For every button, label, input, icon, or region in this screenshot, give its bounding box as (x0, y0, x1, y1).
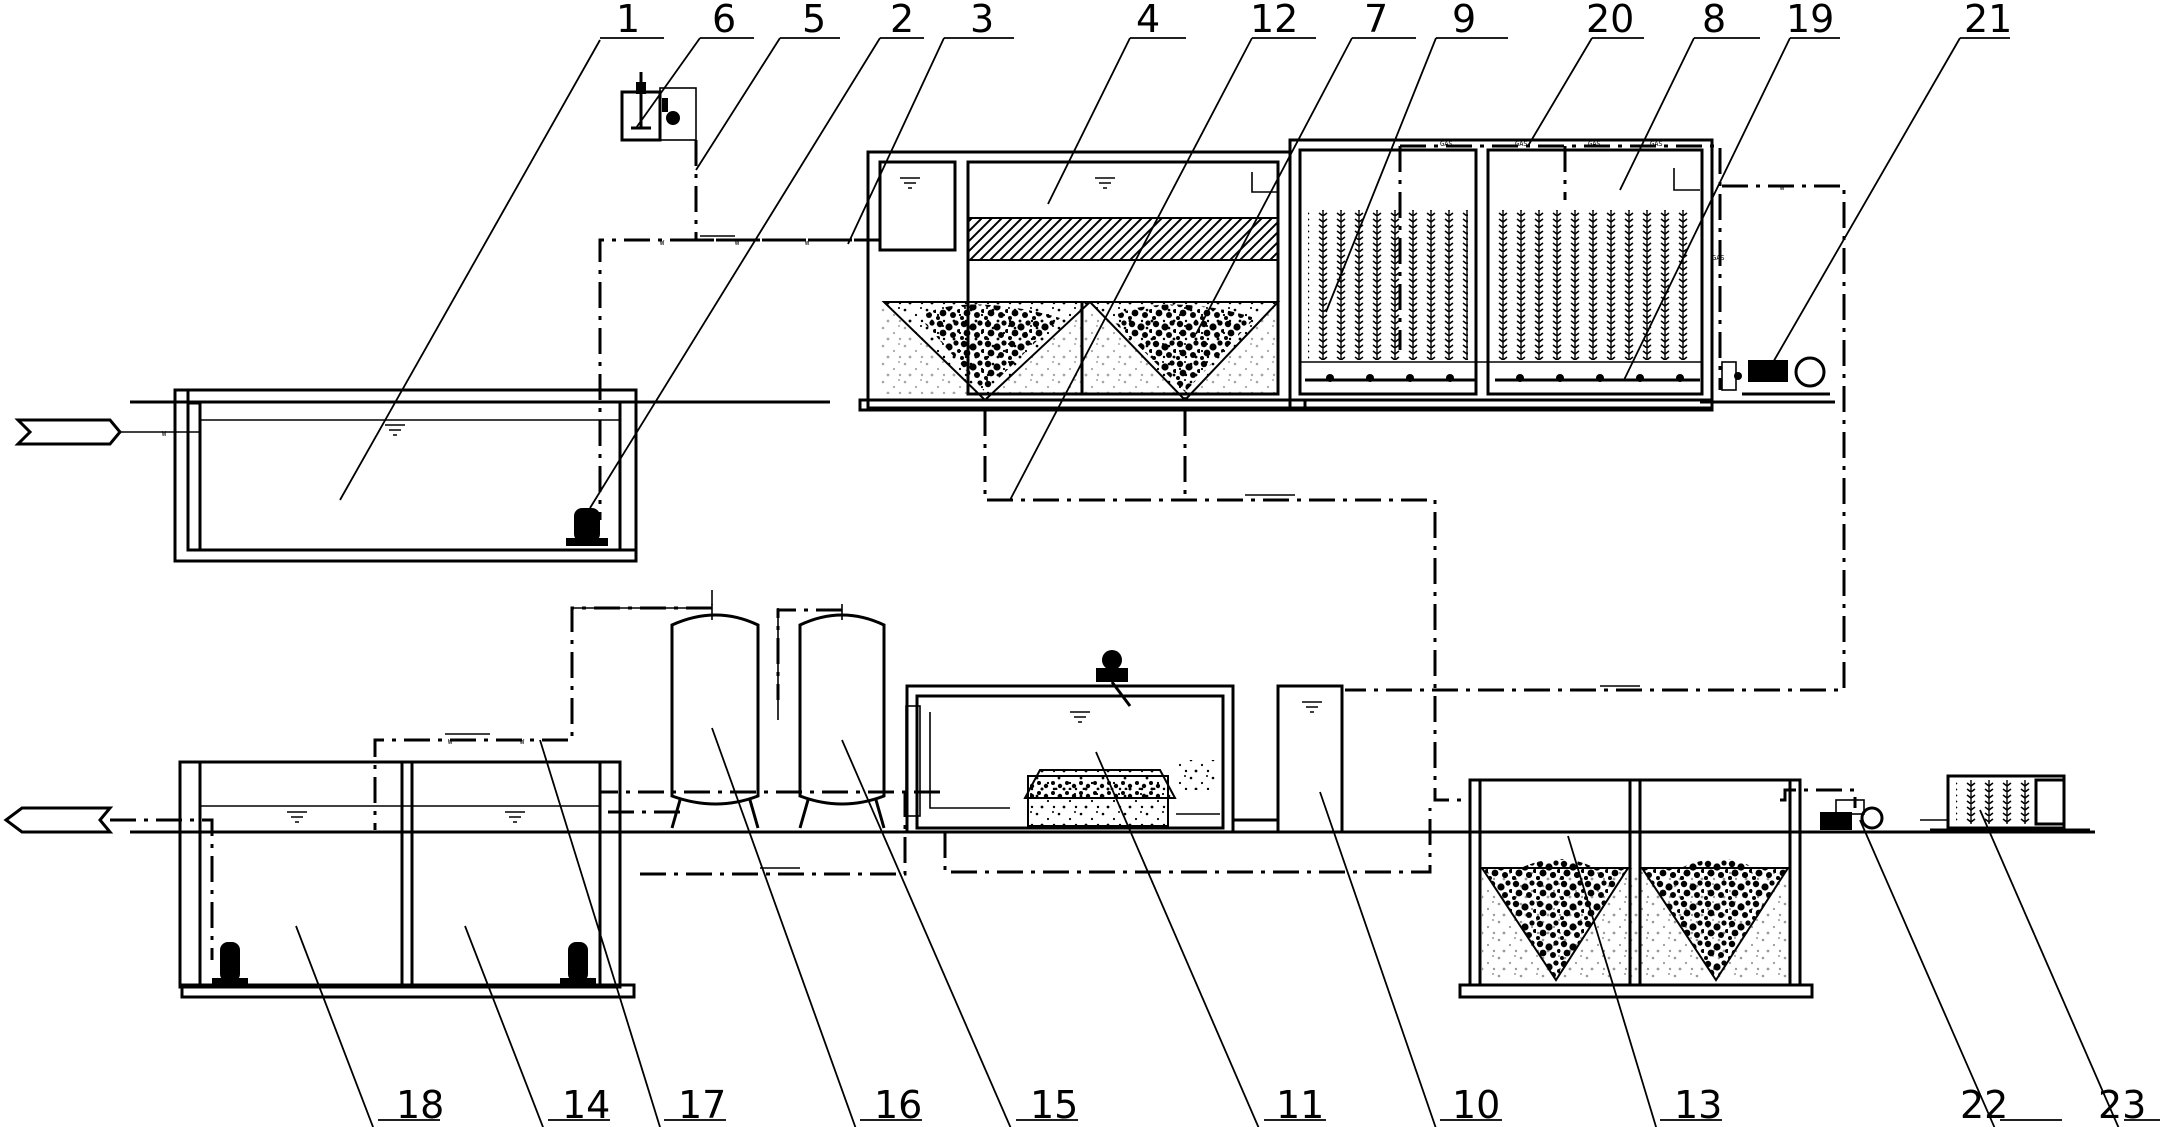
label-23: 23 (2098, 1083, 2146, 1127)
outlet-arrow-icon (3, 806, 114, 834)
gas-tag: GAS (1588, 140, 1601, 148)
label-14: 14 (562, 1083, 610, 1127)
submersible-pump-icon (212, 942, 248, 984)
submersible-pump-icon (566, 508, 608, 546)
gas-tag: GAS (1650, 140, 1663, 148)
svg-text:W: W (448, 738, 453, 746)
label-18: 18 (396, 1083, 444, 1127)
svg-text:W: W (162, 430, 167, 438)
callout-labels: 1 6 5 2 3 4 12 7 9 20 8 19 21 18 14 17 1… (396, 0, 2146, 1127)
label-2: 2 (890, 0, 914, 41)
svg-text:W: W (520, 738, 525, 746)
label-11: 11 (1276, 1083, 1324, 1127)
tank-1-regulating-tank: W (14, 388, 638, 563)
filter-press-23 (1920, 774, 2090, 832)
label-6: 6 (712, 0, 736, 41)
tank-11-contact-tank (905, 650, 1235, 834)
label-12: 12 (1250, 0, 1298, 41)
blower-21 (1721, 356, 1830, 396)
label-13: 13 (1674, 1083, 1722, 1127)
dosing-pump-icon (666, 111, 680, 125)
svg-text:W: W (660, 239, 665, 247)
tank-8-mbr-membrane-tanks: GAS GAS GAS GAS GAS (1288, 138, 1725, 412)
svg-text:W: W (805, 239, 810, 247)
dosing-device-6 (620, 72, 697, 142)
inlet-arrow-icon (14, 418, 122, 446)
label-21: 21 (1964, 0, 2012, 41)
label-3: 3 (970, 0, 994, 41)
label-19: 19 (1786, 0, 1834, 41)
water-level-icon (385, 424, 405, 436)
leader-lines (295, 37, 2160, 1127)
label-1: 1 (616, 0, 640, 41)
label-9: 9 (1452, 0, 1476, 41)
gas-tag: GAS (1515, 140, 1528, 148)
tank-18-14-clear-water-tanks (3, 760, 636, 999)
ground-lines (130, 400, 2095, 834)
submersible-pump-icon (560, 942, 596, 984)
tank-13-sludge-tank (1458, 778, 1814, 999)
tank-10-intermediate-tank (1233, 684, 1344, 834)
label-10: 10 (1452, 1083, 1500, 1127)
tank-3-4-coagulation-sedimentation (858, 150, 1307, 412)
label-17: 17 (678, 1083, 726, 1127)
label-5: 5 (802, 0, 826, 41)
mixer-motor-icon (1096, 650, 1132, 707)
aerator-icon (1305, 374, 1700, 382)
sludge-pump-22 (1780, 788, 1912, 834)
svg-text:W: W (1780, 184, 1785, 192)
label-8: 8 (1702, 0, 1726, 41)
label-4: 4 (1136, 0, 1160, 41)
label-7: 7 (1364, 0, 1388, 41)
gas-tag: GAS (1712, 254, 1725, 262)
label-15: 15 (1030, 1083, 1078, 1127)
label-20: 20 (1586, 0, 1634, 41)
gas-tag: GAS (1440, 140, 1453, 148)
svg-text:W: W (735, 239, 740, 247)
label-16: 16 (874, 1083, 922, 1127)
label-22: 22 (1960, 1083, 2008, 1127)
